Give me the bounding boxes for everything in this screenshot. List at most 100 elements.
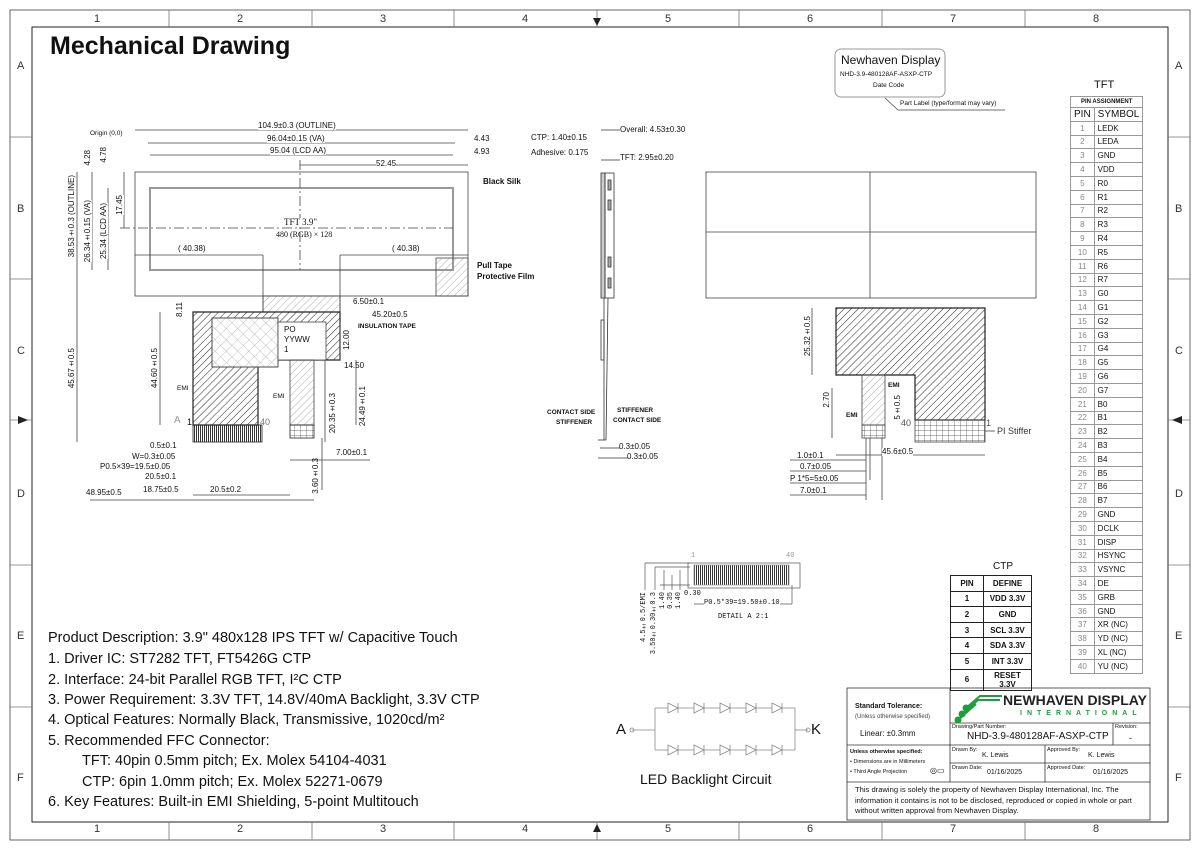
pin-number: 15 (1070, 313, 1095, 329)
pin-number: 39 (1070, 645, 1095, 660)
pin-number: 14 (1070, 300, 1095, 315)
column-label: 2 (237, 13, 244, 25)
dim-0-3-a: 0.3±0.05 (619, 442, 651, 451)
drawing-frame (9, 9, 1191, 841)
pin-1-label: 1 (187, 417, 193, 427)
pin-number: 16 (1070, 327, 1095, 343)
pin-number: 23 (1070, 424, 1095, 440)
approved-by-label: Approved By: (1047, 747, 1081, 753)
drawn-date-label: Drawn Date: (952, 765, 983, 771)
pin-define: VDD 3.3V (983, 590, 1032, 608)
dim-center-x: 52.45 (376, 159, 397, 168)
pin-number: 35 (1070, 589, 1095, 605)
description-line: 1. Driver IC: ST7282 TFT, FT5426G CTP (48, 651, 312, 667)
pin-number: 30 (1070, 520, 1095, 536)
detail-dim-0-30: 0.30 (684, 590, 701, 598)
pin-number: 5 (1070, 175, 1095, 191)
detail-a-marker: A (174, 415, 181, 426)
dim-va-height: 26.34±0.15 (VA) (83, 200, 92, 263)
column-label: 7 (950, 823, 957, 835)
pin-symbol: R6 (1093, 258, 1144, 274)
pin-number: 3 (950, 621, 984, 639)
pin-symbol: G1 (1093, 300, 1144, 315)
pin-symbol: G3 (1093, 327, 1144, 343)
protective-film-label: Protective Film (477, 272, 535, 281)
pin-symbol: R5 (1093, 244, 1144, 260)
dim-7-0: 7.0±0.1 (800, 486, 827, 495)
detail-dim-pitch: P0.5*39=19.50±0.10 (704, 599, 780, 607)
pin-number: 11 (1070, 258, 1095, 274)
pin-define: RESET 3.3V (983, 668, 1032, 691)
led-backlight-circuit (629, 702, 811, 756)
pin-number: 2 (1070, 134, 1095, 150)
pin-symbol: DE (1093, 576, 1144, 591)
description-line: CTP: 6pin 1.0mm pitch; Ex. Molex 52271-0… (82, 774, 383, 790)
panel-size-label: TFT 3.9" (284, 217, 318, 227)
header-pin: PIN (1070, 107, 1095, 122)
revision-label: Revision: (1115, 724, 1138, 730)
pin-number: 32 (1070, 548, 1095, 564)
pin-symbol: HSYNC (1093, 548, 1144, 564)
dim-va-width: 96.04±0.15 (VA) (267, 134, 325, 143)
linear-tolerance: Linear: ±0.3mm (860, 729, 916, 738)
pin-symbol: XR (NC) (1093, 617, 1144, 633)
pin-number: 21 (1070, 396, 1095, 412)
column-label: 6 (807, 823, 814, 835)
pin-symbol: B1 (1093, 410, 1144, 426)
pin-symbol: GND (1093, 603, 1144, 619)
pin-symbol: YD (NC) (1093, 631, 1144, 647)
unless-note-2: • Third Angle Projection (850, 769, 908, 775)
pin-number: 13 (1070, 286, 1095, 302)
header-define: DEFINE (983, 575, 1032, 592)
pin-symbol: G7 (1093, 382, 1144, 398)
pin-40-label: 40 (901, 418, 912, 428)
dim-48-95: 48.95±0.5 (86, 488, 122, 497)
tft-table-caption: PIN ASSIGNMENT (1069, 96, 1144, 108)
row-label: E (1175, 630, 1183, 642)
description-line: 6. Key Features: Built-in EMI Shielding,… (48, 794, 419, 810)
pin-number: 12 (1070, 272, 1095, 288)
back-view-drawing (705, 171, 1037, 500)
drawn-date: 01/16/2025 (987, 769, 1023, 776)
row-label: F (1175, 772, 1182, 784)
pin-symbol: VSYNC (1093, 562, 1144, 578)
pin-number: 9 (1070, 231, 1095, 246)
pin-number: 28 (1070, 493, 1095, 509)
part-label-date-code: Date Code (873, 82, 905, 89)
pin-number: 1 (950, 590, 984, 608)
pin-40-label: 40 (260, 417, 271, 427)
dim-45-20: 45.20±0.5 (372, 310, 408, 319)
dim-3-60: 3.60±0.3 (311, 458, 320, 494)
dim-center-y: 17.45 (115, 195, 124, 216)
page-title: Mechanical Drawing (50, 32, 291, 60)
header-symbol: SYMBOL (1093, 107, 1144, 122)
column-label: 1 (94, 823, 101, 835)
column-label: 5 (665, 823, 672, 835)
column-label: 4 (522, 823, 529, 835)
dim-45-67: 45.67±0.5 (67, 348, 76, 389)
pin-symbol: B2 (1093, 424, 1144, 440)
column-label: 4 (522, 13, 529, 25)
pin-symbol: B4 (1093, 451, 1144, 467)
